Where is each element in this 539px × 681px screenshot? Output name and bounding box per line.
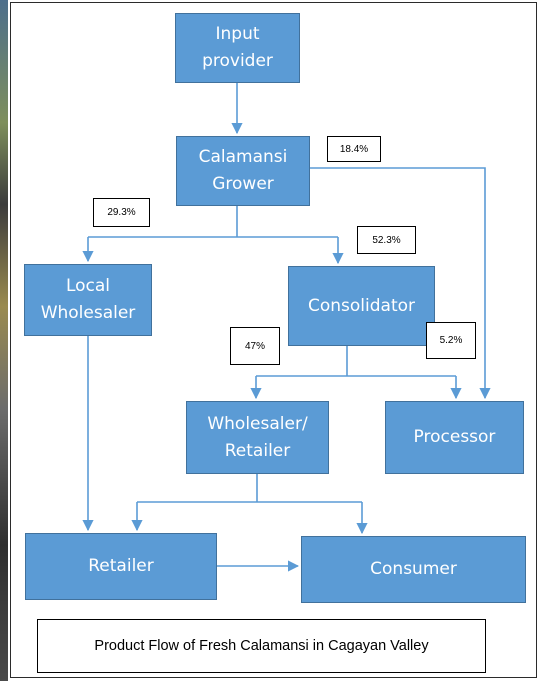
label-grower-to-local-wholesaler: 29.3% bbox=[93, 198, 150, 227]
label-consolidator-to-processor: 5.2% bbox=[426, 322, 476, 359]
diagram-caption: Product Flow of Fresh Calamansi in Cagay… bbox=[37, 619, 486, 673]
node-consolidator: Consolidator bbox=[288, 266, 435, 346]
label-grower-to-processor: 18.4% bbox=[327, 136, 381, 162]
label-consolidator-to-wholesaler-retailer: 47% bbox=[230, 327, 280, 365]
node-calamansi-grower: Calamansi Grower bbox=[176, 136, 310, 206]
node-consumer: Consumer bbox=[301, 536, 526, 603]
node-input-provider: Input provider bbox=[175, 13, 300, 83]
arrow-wholesaler-split-line bbox=[137, 474, 362, 503]
arrow-grower-split-line bbox=[88, 206, 338, 238]
label-grower-to-consolidator: 52.3% bbox=[357, 226, 416, 254]
arrow-consolidator-split-line bbox=[256, 346, 456, 377]
node-wholesaler-retailer: Wholesaler/ Retailer bbox=[186, 401, 329, 474]
node-processor: Processor bbox=[385, 401, 524, 474]
node-retailer: Retailer bbox=[25, 533, 217, 600]
node-local-wholesaler: Local Wholesaler bbox=[24, 264, 152, 336]
background-photo-strip bbox=[0, 0, 8, 681]
arrow-grower-to-processor bbox=[310, 167, 491, 400]
